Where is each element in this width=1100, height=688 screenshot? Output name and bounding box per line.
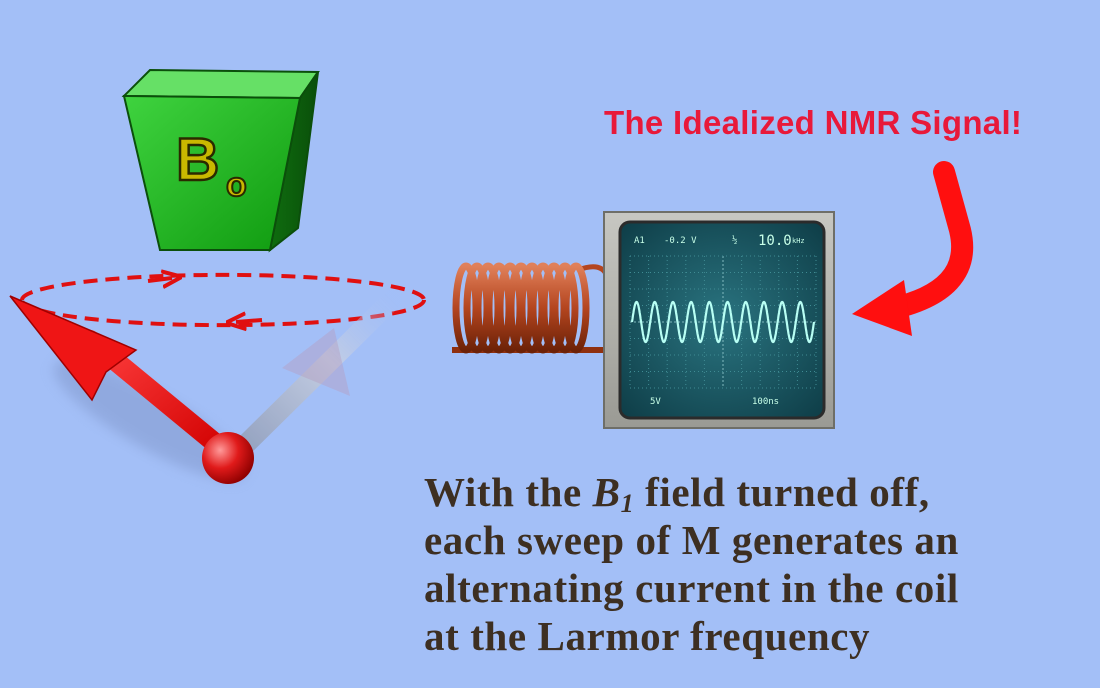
- rf-coil: [452, 262, 609, 354]
- direction-arrow-top: [147, 278, 172, 281]
- oscilloscope-screen: [618, 220, 826, 420]
- magnetization-arrow-m: [9, 295, 254, 484]
- oscilloscope: A1 -0.2 V ½ 10.0 kHz 5V 100ns: [603, 211, 835, 429]
- scope-frequency-unit: kHz: [792, 237, 805, 245]
- scope-offset: -0.2 V: [664, 236, 697, 246]
- direction-arrow-bottom: [236, 320, 263, 322]
- b1-symbol: B: [592, 469, 621, 515]
- coil-turns: [452, 262, 590, 354]
- caption-line-2: each sweep of M generates an: [424, 517, 959, 563]
- arrow-shadow: [53, 359, 247, 481]
- scope-channel: A1: [634, 236, 645, 246]
- scope-volts-div: 5V: [650, 397, 661, 407]
- coil-turn: [551, 262, 579, 354]
- pivot-sphere: [202, 432, 254, 484]
- magnetization-arrow-faded: [228, 290, 402, 462]
- caption-line-4: at the Larmor frequency: [424, 613, 871, 659]
- pointer-arrow: [852, 161, 974, 336]
- caption-line-1: With the B1 field turned off,: [424, 469, 930, 518]
- headline: The Idealized NMR Signal!: [604, 104, 1023, 141]
- caption: With the B1 field turned off, each sweep…: [424, 468, 1084, 660]
- b0-magnet: B o: [121, 68, 320, 253]
- scope-trigger: ½: [732, 235, 737, 246]
- magnet-label: B: [176, 126, 219, 193]
- signal-trace: [630, 300, 816, 344]
- scope-time-div: 100ns: [752, 397, 779, 407]
- caption-line-3: alternating current in the coil: [424, 565, 959, 611]
- coil-turn: [562, 262, 590, 354]
- magnet-label-subscript: o: [226, 166, 247, 204]
- scope-frequency: 10.0: [758, 233, 792, 249]
